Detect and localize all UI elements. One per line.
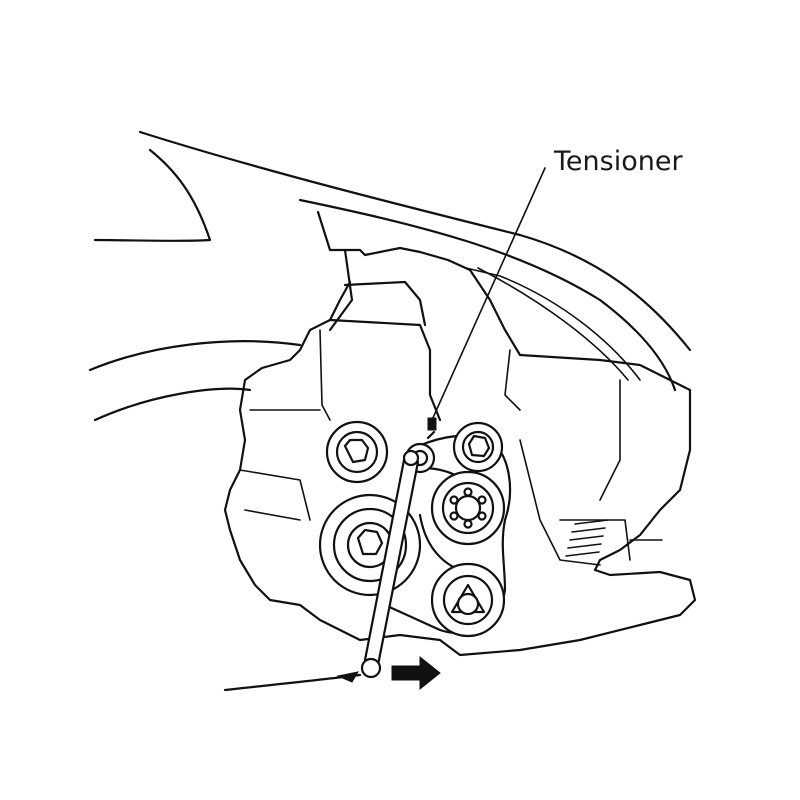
pulley-upper-left [325,420,389,484]
engine-block [223,210,697,657]
tensioner-callout-leader [431,167,546,421]
tensioner-label: Tensioner [553,146,683,177]
hood-outline [93,130,692,392]
pulley-upper-right [452,421,504,473]
fender-curves [88,340,362,692]
pulley-middle-right [430,470,506,546]
vent-grille [565,519,609,557]
pulley-lower-right [430,562,506,638]
direction-arrow [391,655,441,691]
tool-bar [336,449,420,683]
